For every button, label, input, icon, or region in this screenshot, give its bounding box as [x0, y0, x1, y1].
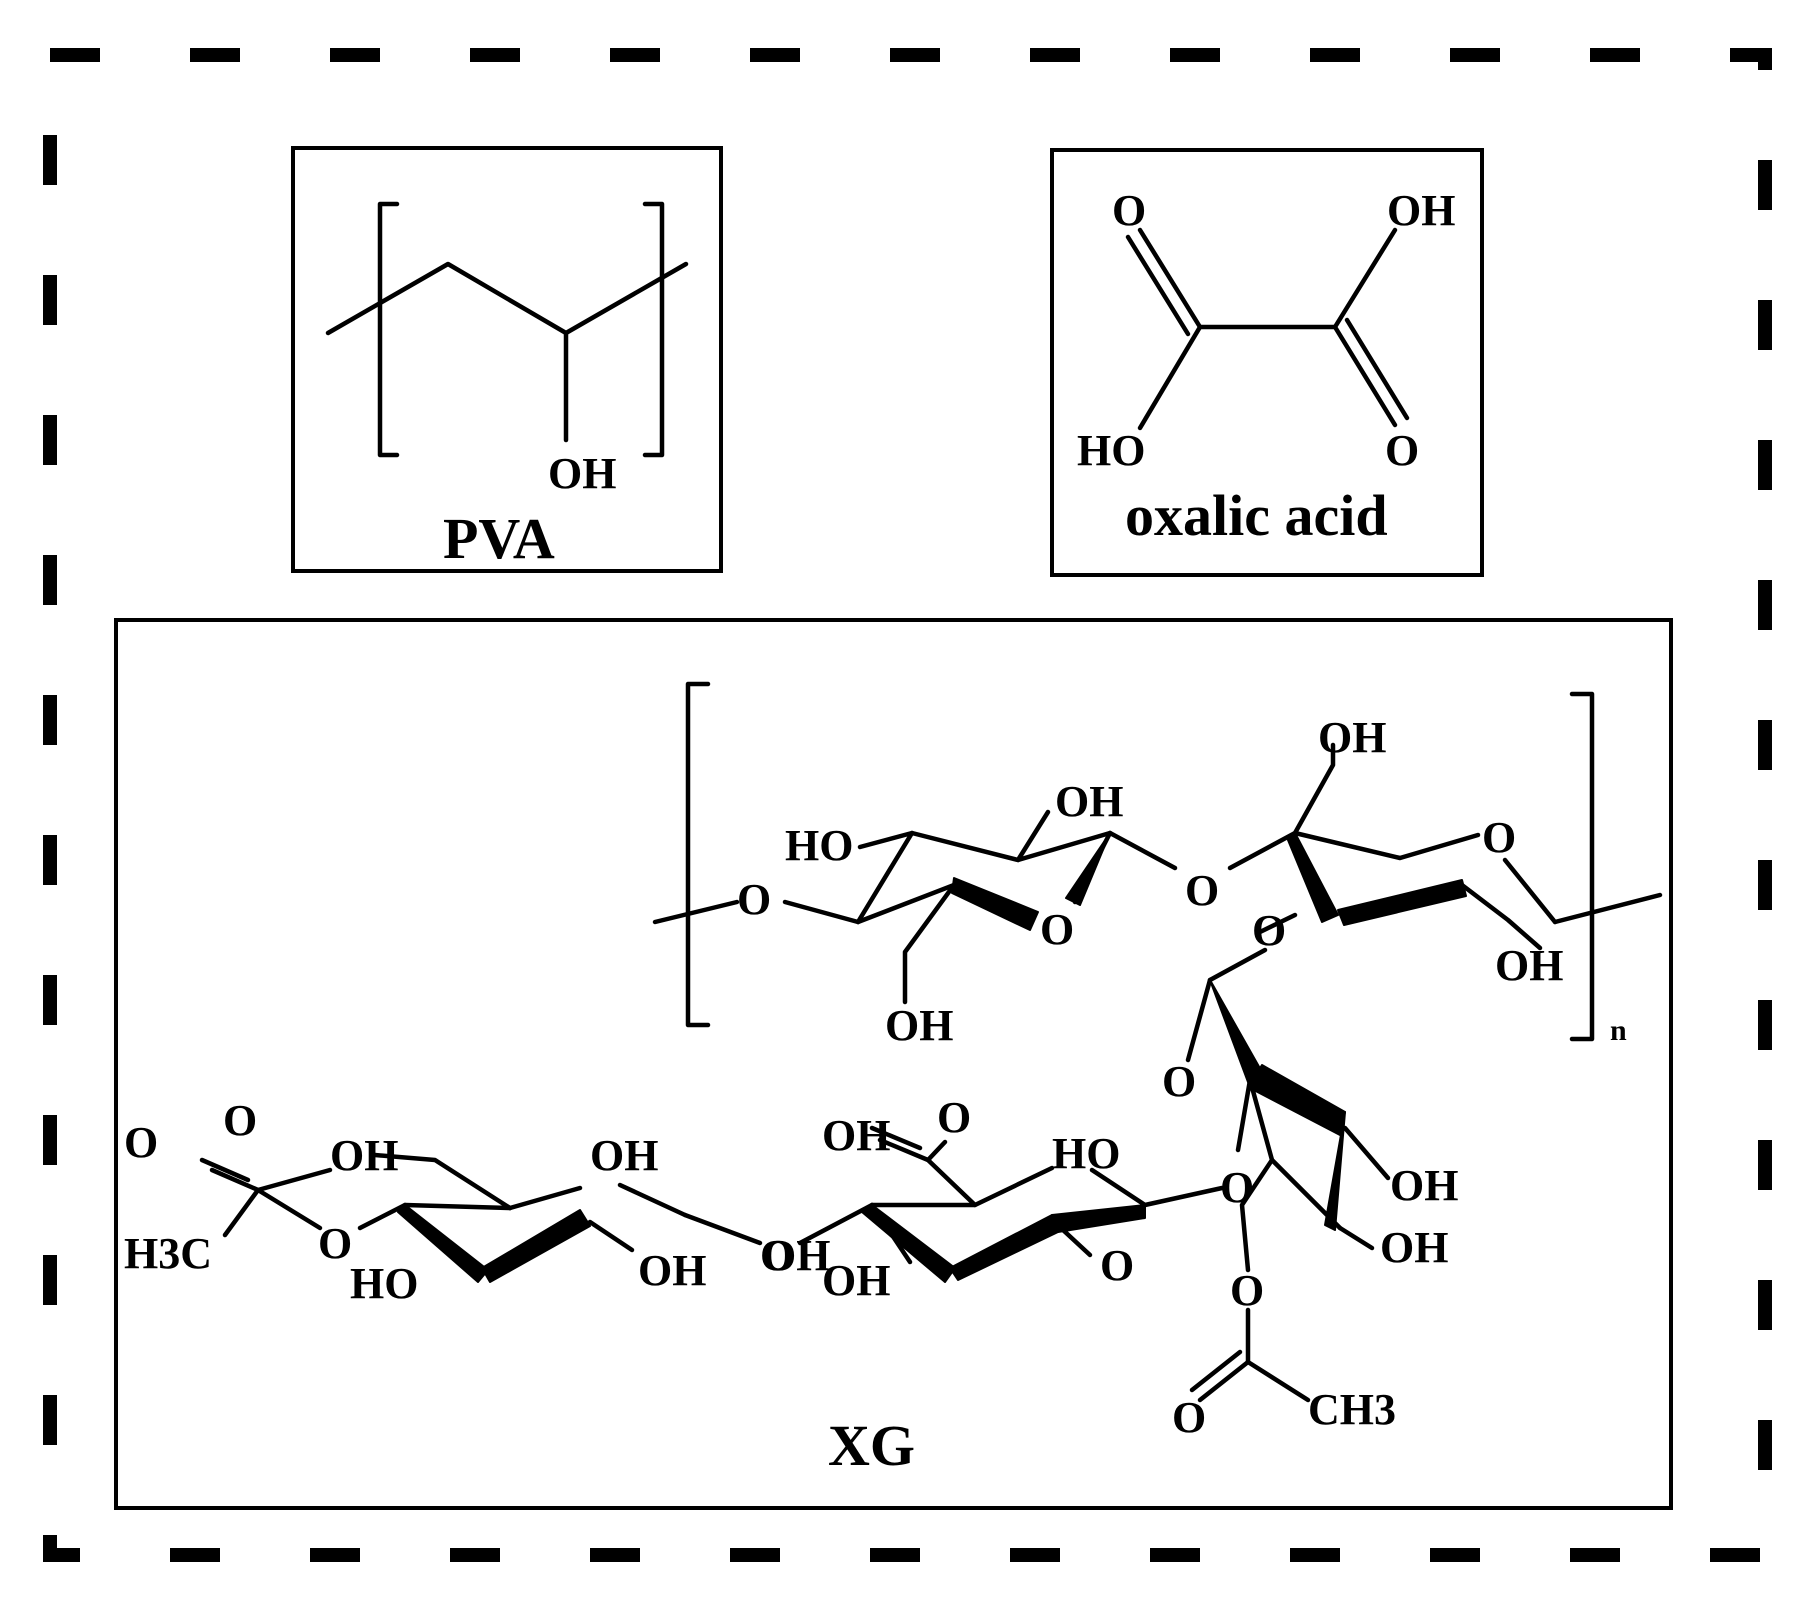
xg-panel: n O HO OH O OH O: [114, 618, 1673, 1510]
xg-mannose-oh-2: OH: [1380, 1223, 1448, 1272]
xg-glucuronic-oh: O: [1100, 1241, 1134, 1290]
pva-title: PVA: [443, 506, 555, 571]
xg-glucuronic-oh-acid: O: [937, 1093, 971, 1142]
oxalic-acid-title: oxalic acid: [1125, 483, 1388, 548]
xg-backbone-link-o-2: O: [1252, 906, 1286, 955]
xg-backbone-oh-2: OH: [885, 1001, 953, 1050]
xg-glyco-o-3: O: [760, 1231, 794, 1280]
xg-acetate-o-1: O: [1230, 1266, 1264, 1315]
xg-backbone-ring-1: [652, 809, 1178, 1005]
xg-terminal-oh-acid: O: [223, 1096, 257, 1145]
xg-backbone-oh-1: OH: [1055, 777, 1123, 826]
oxalic-oh-top: OH: [1387, 186, 1455, 235]
xg-glucuronic-ring: [797, 1125, 1225, 1283]
xg-acetate-o-2: O: [1172, 1393, 1206, 1442]
xg-terminal-oh: OH: [638, 1246, 706, 1295]
xg-mannose-oh-1: OH: [1390, 1161, 1458, 1210]
oxalic-o-top: O: [1112, 186, 1146, 235]
xg-glyco-o-2: OH: [762, 1231, 830, 1280]
xg-mannose-link-o: O: [1220, 1163, 1254, 1212]
xg-mannose-ring: [1185, 947, 1391, 1273]
pva-box: [291, 146, 723, 573]
xg-backbone-ring-2: [1227, 742, 1663, 951]
xg-acetate-ch3: CH3: [1308, 1385, 1396, 1434]
xg-terminal-h3c: H3C: [124, 1229, 212, 1278]
xg-backbone-ho-1: HO: [785, 821, 853, 870]
xg-left-bracket: [685, 681, 711, 1028]
oxalic-o-bottom: O: [1385, 426, 1419, 475]
xg-glucuronic-ho: OH: [822, 1256, 890, 1305]
xg-box: [114, 618, 1673, 1510]
xg-glucuronic-o-carbonyl: OH: [822, 1111, 890, 1160]
pva-oh-label: OH: [548, 449, 616, 498]
oxalic-acid-box: [1050, 148, 1484, 577]
xg-backbone-ring-o-1: O: [1040, 905, 1074, 954]
pva-structure: [325, 201, 689, 458]
xg-acetate-group: [1189, 1307, 1311, 1403]
xg-backbone-o-1: O: [737, 875, 771, 924]
xg-terminal-ring-o: OH: [590, 1131, 658, 1180]
xg-terminal-o-ketal-2: O: [318, 1219, 352, 1268]
xg-glucuronic-ring-o: HO: [1052, 1129, 1120, 1178]
xg-backbone-oh-4: OH: [1495, 941, 1563, 990]
xg-backbone-ring-o-2: O: [1482, 813, 1516, 862]
xg-terminal-o-carbonyl: O: [124, 1118, 158, 1167]
xg-backbone-oh-3: OH: [1318, 713, 1386, 762]
xg-repeat-n: n: [1610, 1014, 1627, 1047]
oxalic-acid-structure: [1125, 227, 1410, 431]
xg-terminal-ho: HO: [350, 1259, 418, 1308]
xg-mannose-ring-o: O: [1162, 1057, 1196, 1106]
xg-title: XG: [828, 1413, 915, 1478]
pva-panel: OH PVA: [291, 146, 723, 573]
outer-dashed-frame: [43, 48, 1772, 1562]
xg-terminal-o-ketal-1: OH: [330, 1131, 398, 1180]
xg-backbone-glyco-o-1: O: [1185, 866, 1219, 915]
xg-terminal-ring: [199, 1152, 763, 1283]
oxalic-acid-panel: O OH HO O oxalic acid: [1050, 148, 1484, 577]
xg-right-bracket: [1569, 691, 1595, 1042]
oxalic-ho-bottom: HO: [1077, 426, 1145, 475]
